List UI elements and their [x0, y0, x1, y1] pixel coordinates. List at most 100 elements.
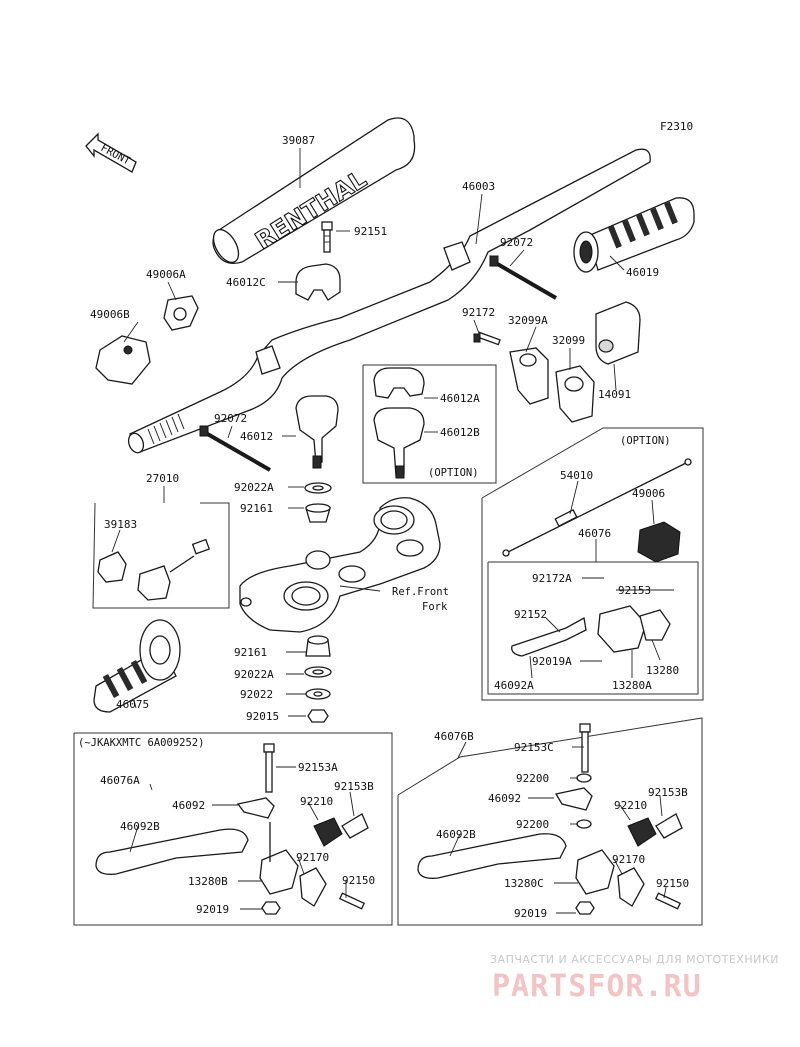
option-clamp-box	[362, 364, 497, 484]
throttle-housing-32099a	[509, 347, 549, 405]
part-label: 49006A	[146, 268, 186, 281]
part-label: 27010	[146, 472, 179, 485]
part-label: 14091	[598, 388, 631, 401]
tie-wrap-92072-lower	[199, 425, 271, 472]
part-label: 46012A	[440, 392, 480, 405]
washer-92200-upper	[576, 773, 592, 783]
part-label: 92161	[234, 646, 267, 659]
part-label: 46019	[626, 266, 659, 279]
bolt-92153c	[579, 723, 591, 773]
bolt-92150-right	[654, 892, 682, 910]
tie-wrap-92072-top	[489, 255, 558, 300]
part-label: 49006	[632, 487, 665, 500]
watermark-tagline: ЗАПЧАСТИ И АКСЕССУАРЫ ДЛЯ МОТОТЕХНИКИ	[490, 953, 779, 966]
clip-49006	[637, 521, 681, 563]
washer-92200-lower	[576, 819, 592, 829]
holder-13280	[597, 605, 671, 653]
part-label: 92153B	[648, 786, 688, 799]
switch-39183	[97, 538, 211, 601]
part-label: 46075	[116, 698, 149, 711]
part-label: 92022A	[234, 668, 274, 681]
part-label: 92170	[296, 851, 329, 864]
part-label: 92019	[196, 903, 229, 916]
lever-46092-left	[236, 797, 275, 819]
part-label: 46012C	[226, 276, 266, 289]
part-label: 92072	[500, 236, 533, 249]
holder-13280b	[259, 822, 327, 907]
part-label: 32099A	[508, 314, 548, 327]
part-label: 92172A	[532, 572, 572, 585]
part-label: 46092	[488, 792, 521, 805]
part-label: 92161	[240, 502, 273, 515]
option-label-clamp: (OPTION)	[428, 467, 479, 479]
part-label: 46092A	[494, 679, 534, 692]
washer-92022a-top	[304, 482, 332, 494]
watermark: ЗАПЧАСТИ И АКСЕССУАРЫ ДЛЯ МОТОТЕХНИКИ PA…	[490, 953, 779, 1004]
triple-clamp	[239, 497, 441, 633]
right-lever-box	[397, 717, 703, 926]
part-label: 46076	[578, 527, 611, 540]
part-label: 92170	[612, 853, 645, 866]
lever-46092b-left	[95, 828, 249, 875]
clamp-46012	[295, 395, 339, 469]
adjuster-92210-right	[627, 813, 683, 847]
part-label: 13280C	[504, 877, 544, 890]
handlebar	[127, 148, 651, 454]
option-lever-box	[481, 427, 704, 701]
part-label: 92150	[656, 877, 689, 890]
part-label: 92153B	[334, 780, 374, 793]
part-label: 46076B	[434, 730, 474, 743]
part-label: 92200	[516, 772, 549, 785]
left-lever-box	[73, 732, 393, 926]
part-label: 46012B	[440, 426, 480, 439]
part-label: 46092B	[120, 820, 160, 833]
leader-lines	[111, 148, 674, 914]
part-label: 39183	[104, 518, 137, 531]
cushion-92161-top	[305, 503, 331, 523]
front-arrow-label: FRONT	[99, 142, 133, 168]
part-label: 54010	[560, 469, 593, 482]
part-label: 13280B	[188, 875, 228, 888]
part-label: 92019	[514, 907, 547, 920]
cable-54010	[502, 458, 692, 557]
part-label: 92152	[514, 608, 547, 621]
part-label: 92150	[342, 874, 375, 887]
washer-92022a-lower	[304, 666, 332, 678]
cover-14091	[595, 301, 641, 365]
throttle-grip	[573, 197, 695, 273]
part-label: 92153C	[514, 741, 554, 754]
adjuster-92210-left	[313, 813, 369, 847]
washer-92022	[305, 688, 331, 700]
option-label-lever: (OPTION)	[620, 435, 671, 447]
part-label: 13280	[646, 664, 679, 677]
part-label: 92072	[214, 412, 247, 425]
ref-note-2: Fork	[422, 601, 448, 613]
cushion-92161-lower	[305, 635, 331, 657]
nut-92015	[307, 709, 329, 723]
part-label: 49006B	[90, 308, 130, 321]
bolt-92151	[321, 221, 333, 253]
part-label: 92210	[614, 799, 647, 812]
throttle-housing-32099	[555, 365, 595, 423]
part-label: 13280A	[612, 679, 652, 692]
part-label: 46092	[172, 799, 205, 812]
part-labels: 39087 46003 92151 92072 49006A 46012C 46…	[78, 134, 689, 920]
left-grip	[93, 619, 181, 713]
part-label: 92022A	[234, 481, 274, 494]
clamp-46012a	[373, 367, 425, 399]
part-label: 92022	[240, 688, 273, 701]
lever-46092-right	[554, 787, 593, 811]
clamp-46012b	[373, 407, 425, 479]
bolt-92153a	[263, 743, 275, 793]
part-label: 92210	[300, 795, 333, 808]
part-label: 46092B	[436, 828, 476, 841]
part-label: 32099	[552, 334, 585, 347]
option-lever-inner-box	[487, 561, 699, 695]
clip-49006a	[163, 295, 199, 331]
nut-92019-right	[575, 901, 595, 915]
diagram-code: F2310	[660, 120, 693, 133]
front-arrow-icon: FRONT	[85, 132, 137, 173]
holder-13280c	[575, 849, 645, 907]
part-label: 92019A	[532, 655, 572, 668]
part-label: 46076A	[100, 774, 140, 787]
